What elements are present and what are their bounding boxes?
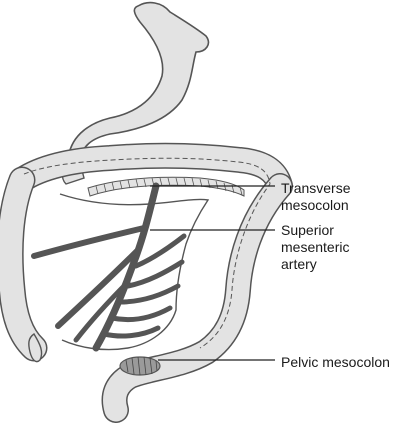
label-pelvic-mesocolon: Pelvic mesocolon <box>281 354 390 371</box>
label-transverse-mesocolon: Transverse mesocolon <box>281 180 351 214</box>
superior-mesenteric-artery <box>31 182 187 352</box>
stomach <box>67 1 210 161</box>
label-line: artery <box>281 256 317 272</box>
label-line: Pelvic mesocolon <box>281 354 390 370</box>
taenia-line <box>23 157 271 349</box>
pelvic-hatching <box>125 356 158 376</box>
label-line: mesenteric <box>281 239 350 255</box>
label-superior-mesenteric-artery: Superior mesenteric artery <box>281 222 349 273</box>
label-line: Superior <box>281 222 334 238</box>
transverse-mesocolon <box>87 176 245 197</box>
label-line: Transverse <box>281 180 351 196</box>
caecum <box>28 333 43 363</box>
label-line: mesocolon <box>281 197 349 213</box>
